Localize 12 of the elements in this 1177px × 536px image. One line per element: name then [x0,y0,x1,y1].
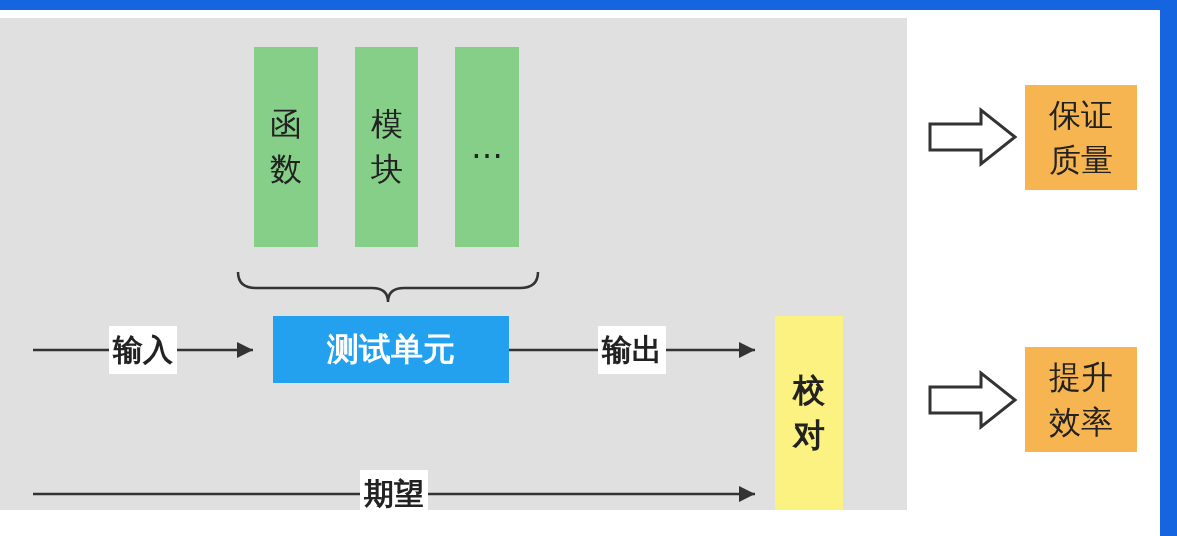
component-box: 模块 [355,47,418,247]
component-box: … [455,47,519,247]
edge-label: 输入 [109,326,177,374]
result-box: 提升效率 [1025,347,1137,452]
process-box: 测试单元 [273,316,509,383]
hollow-arrow [928,369,1018,431]
arrow [33,486,755,502]
component-box: 函数 [254,47,318,247]
check-box: 校对 [775,316,843,510]
result-box: 保证质量 [1025,85,1137,190]
hollow-arrow [928,106,1018,168]
edge-label: 输出 [598,326,666,374]
